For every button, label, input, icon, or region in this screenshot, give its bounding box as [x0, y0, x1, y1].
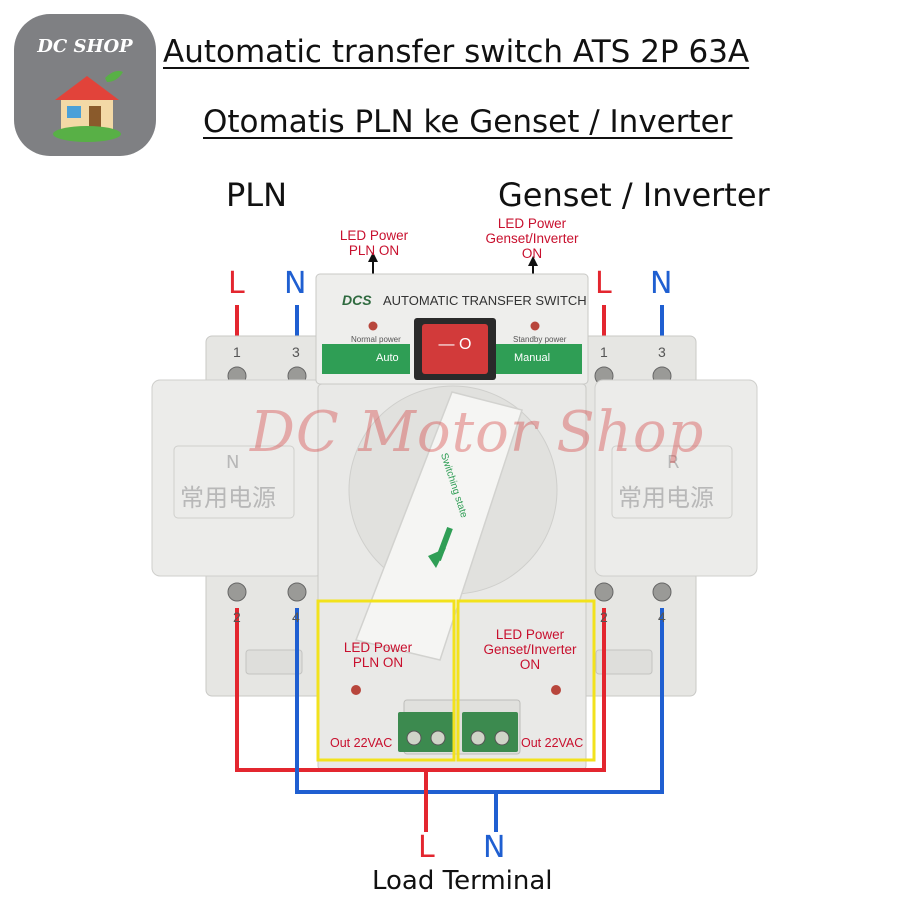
- brand-logo: DCS: [342, 292, 372, 308]
- out-label-left: Out 22VAC: [330, 736, 393, 750]
- normal-power-text: Normal power: [351, 335, 401, 344]
- wire-label-genset-n: N: [650, 266, 673, 301]
- rocker-switch[interactable]: — O: [438, 336, 472, 353]
- left-module-cjk: 常用电源: [180, 484, 276, 512]
- house-icon: [53, 70, 123, 142]
- load-terminal-label: Load Terminal: [372, 866, 553, 896]
- wire-label-load-n: N: [483, 830, 506, 865]
- note-bottom-left: LED Power PLN ON: [343, 640, 413, 670]
- terminal-left-2: 2: [233, 609, 241, 625]
- terminal-right-2: 2: [600, 609, 608, 625]
- genset-label: Genset / Inverter: [498, 176, 770, 214]
- wire-label-pln-n: N: [284, 266, 307, 301]
- page-subtitle: Otomatis PLN ke Genset / Inverter: [203, 104, 733, 140]
- shop-logo: DC SHOP: [14, 14, 156, 156]
- watermark: DC Motor Shop: [250, 400, 705, 465]
- wire-label-genset-l: L: [595, 266, 612, 301]
- wire-label-load-l: L: [418, 830, 435, 865]
- logo-text: DC SHOP: [37, 36, 133, 57]
- note-bottom-right: LED Power Genset/Inverter ON: [483, 627, 577, 672]
- auto-tab: Auto: [376, 352, 399, 364]
- wire-label-pln-l: L: [228, 266, 245, 301]
- terminal-left-3: 3: [292, 344, 300, 360]
- out-label-right: Out 22VAC: [521, 736, 584, 750]
- standby-power-text: Standby power: [513, 335, 567, 344]
- page-title: Automatic transfer switch ATS 2P 63A: [163, 34, 750, 70]
- note-top-left: LED Power PLN ON: [339, 228, 409, 258]
- pln-label: PLN: [226, 176, 288, 214]
- left-module-letter: N: [226, 452, 240, 473]
- manual-tab: Manual: [514, 352, 551, 364]
- terminal-left-4: 4: [292, 609, 300, 625]
- terminal-right-3: 3: [658, 344, 666, 360]
- right-module-cjk: 常用电源: [618, 484, 714, 512]
- terminal-left-1: 1: [233, 344, 241, 360]
- note-top-right: LED Power Genset/Inverter ON: [485, 216, 579, 261]
- terminal-right-1: 1: [600, 344, 608, 360]
- right-module-letter: R: [667, 452, 680, 473]
- terminal-right-4: 4: [658, 609, 666, 625]
- ats-header-text: AUTOMATIC TRANSFER SWITCH: [383, 293, 587, 308]
